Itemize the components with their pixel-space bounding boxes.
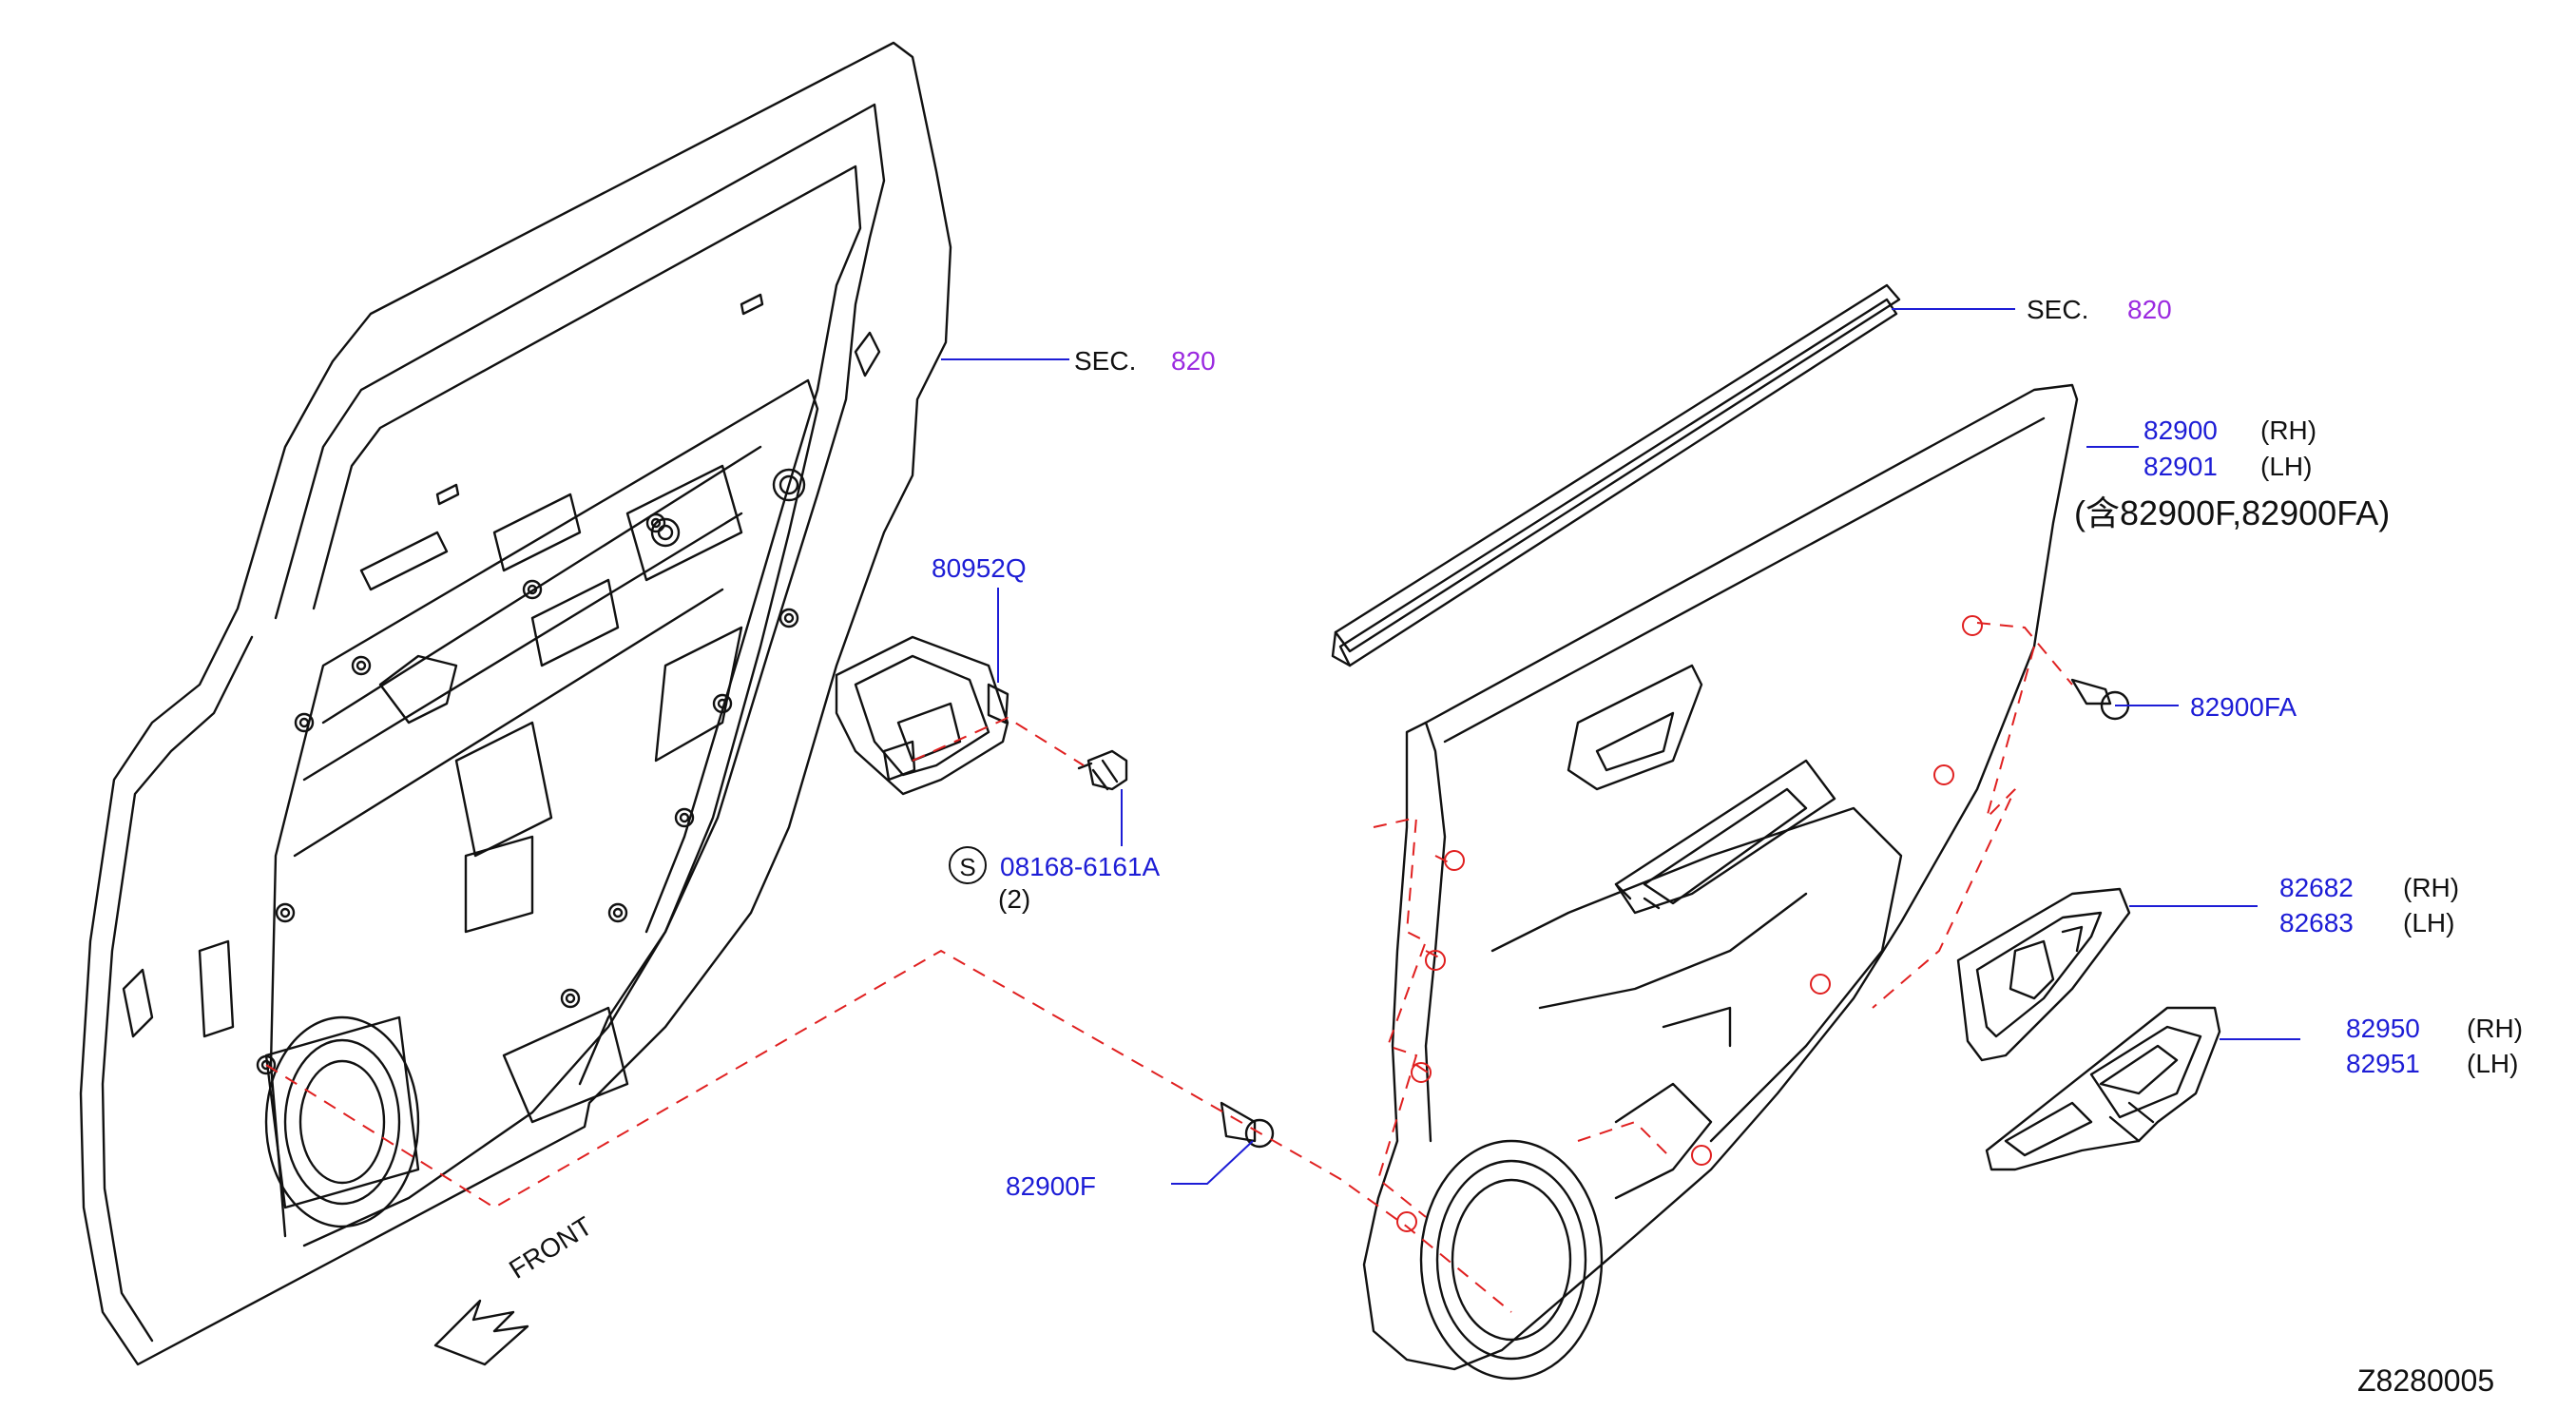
part-82950[interactable]: 82950 [2346, 1014, 2420, 1043]
clip-82900f [1220, 1101, 1275, 1149]
part-08168-6161a[interactable]: 08168-6161A [1000, 852, 1161, 881]
screw-08168 [1077, 749, 1128, 791]
sec-ref-right-prefix: SEC. [2027, 295, 2089, 324]
door-trim-panel [1362, 383, 2079, 1381]
part-82951-side: (LH) [2467, 1049, 2519, 1078]
part-82900-side: (RH) [2260, 416, 2317, 445]
part-82683[interactable]: 82683 [2279, 908, 2354, 937]
door-inner-panel [79, 41, 952, 1366]
part-80952q[interactable]: 80952Q [932, 553, 1027, 583]
sec-ref-right-number[interactable]: 820 [2127, 295, 2172, 324]
weatherstrip [1331, 283, 1901, 667]
part-82900[interactable]: 82900 [2143, 416, 2218, 445]
diagram-code: Z8280005 [2357, 1363, 2495, 1398]
part-82682-side: (RH) [2403, 873, 2460, 902]
front-arrow [433, 1299, 529, 1366]
bracket-80952q [835, 635, 1009, 796]
part-08168-qty: (2) [998, 884, 1031, 914]
part-82900fa[interactable]: 82900FA [2190, 692, 2297, 722]
part-82901-side: (LH) [2260, 452, 2313, 481]
part-82951[interactable]: 82951 [2346, 1049, 2420, 1078]
clip-82900fa [2070, 678, 2130, 721]
s-symbol: S [949, 846, 987, 884]
part-82900f[interactable]: 82900F [1006, 1171, 1096, 1201]
fastener-holes [1396, 615, 1983, 1232]
dashed-guides [265, 622, 2073, 1313]
pull-handle-82682 [1956, 887, 2131, 1062]
includes-note: (含82900F,82900FA) [2074, 493, 2391, 532]
sec-ref-left-number[interactable]: 820 [1171, 346, 1216, 376]
leader-lines [941, 308, 2300, 1185]
sec-ref-left-prefix: SEC. [1074, 346, 1137, 376]
part-82683-side: (LH) [2403, 908, 2455, 937]
part-82901[interactable]: 82901 [2143, 452, 2218, 481]
part-82950-side: (RH) [2467, 1014, 2524, 1043]
switch-finisher-82950 [1985, 1006, 2221, 1171]
part-82682[interactable]: 82682 [2279, 873, 2354, 902]
